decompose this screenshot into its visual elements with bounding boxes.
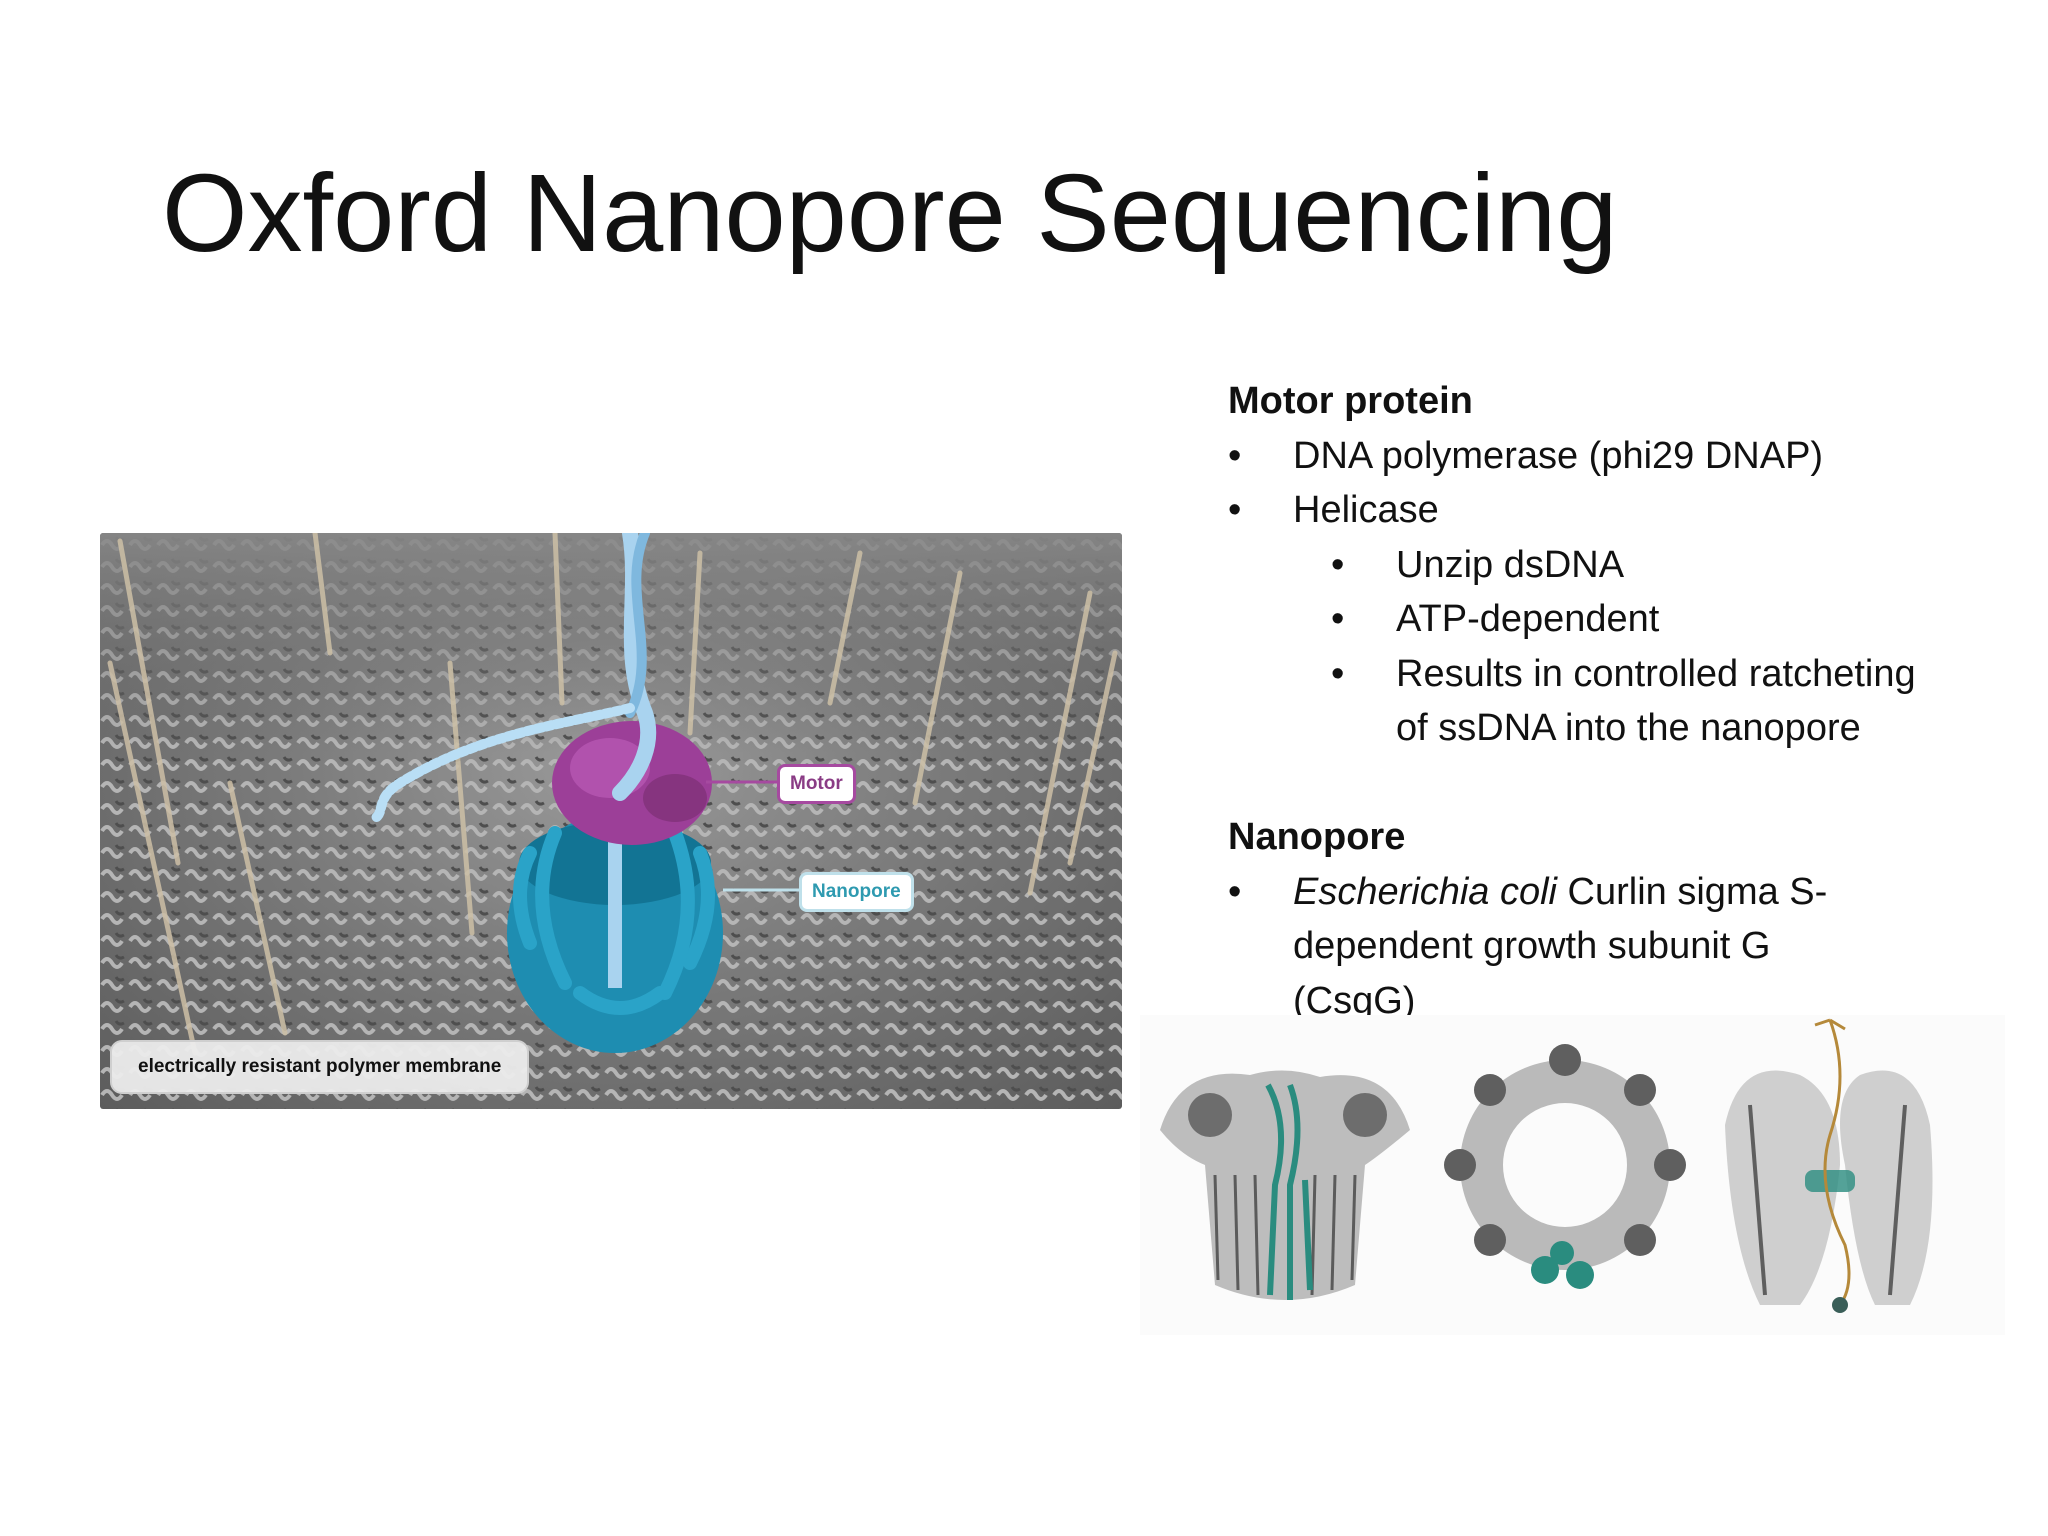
bullet-marker: •	[1331, 598, 1345, 640]
nanopore-protein	[507, 788, 723, 1053]
bullet-marker: •	[1331, 652, 1345, 695]
csgg-structure-figure	[1140, 1015, 2005, 1335]
nanopore-callout: Nanopore	[799, 872, 914, 912]
bullet-marker: •	[1228, 489, 1242, 531]
sub-list-item: • ATP-dependent	[1228, 592, 2028, 647]
species-name: Escherichia coli	[1293, 870, 1557, 913]
slide-title: Oxford Nanopore Sequencing	[162, 152, 1618, 275]
sub-list-item: • Results in controlled ratcheting of ss…	[1228, 647, 1956, 756]
csgg-cross-section	[1725, 1018, 1933, 1313]
list-item-text: DNA polymerase (phi29 DNAP)	[1293, 434, 1824, 477]
csgg-structures	[1160, 1018, 1933, 1313]
bullet-marker: •	[1228, 870, 1242, 913]
membrane-label: electrically resistant polymer membrane	[110, 1040, 530, 1094]
motor-protein-heading: Motor protein	[1228, 380, 1473, 422]
csgg-top-view	[1444, 1044, 1686, 1289]
list-item: • Escherichia coli Curlin sigma S-depend…	[1228, 865, 1893, 1029]
dna-strand	[370, 533, 657, 823]
bullet-marker: •	[1228, 434, 1242, 477]
list-item-text: Curlin sigma S-dependent growth subunit …	[1293, 870, 1828, 1022]
sub-list-item-text: ATP-dependent	[1396, 598, 1660, 640]
motor-callout: Motor	[777, 764, 856, 804]
list-item: • Helicase	[1228, 483, 2028, 538]
slide-body: Motor protein • DNA polymerase (phi29 DN…	[1228, 374, 2028, 1028]
sub-list-item-text: Results in controlled ratcheting of ssDN…	[1396, 652, 1916, 750]
membrane-scene	[100, 533, 1122, 1109]
list-item-text: Helicase	[1293, 489, 1439, 531]
list-item: • DNA polymerase (phi29 DNAP)	[1228, 429, 2028, 484]
sub-list-item: • Unzip dsDNA	[1228, 538, 2028, 593]
bullet-marker: •	[1331, 543, 1345, 586]
nanopore-heading: Nanopore	[1228, 816, 1406, 858]
sub-list-item-text: Unzip dsDNA	[1396, 543, 1625, 586]
nanopore-illustration: Motor Nanopore electrically resistant po…	[100, 533, 1122, 1109]
csgg-side-view	[1160, 1070, 1410, 1300]
